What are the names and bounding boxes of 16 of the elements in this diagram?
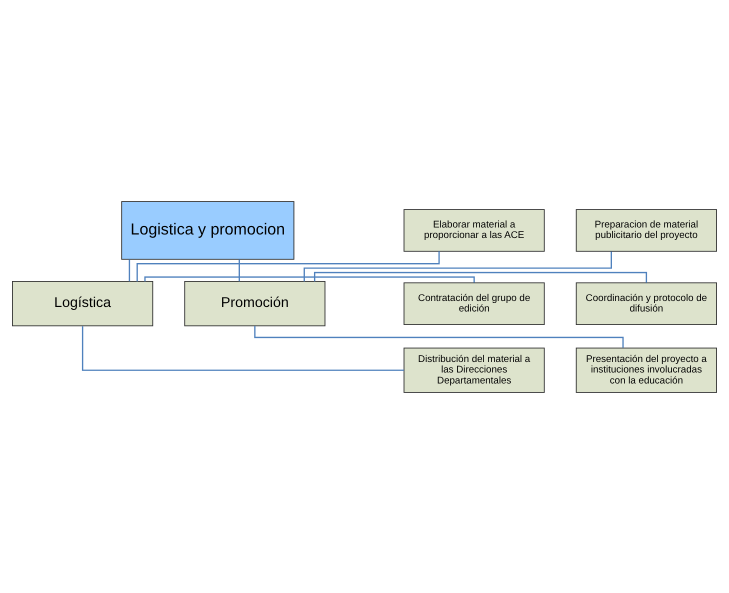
connector <box>144 276 475 282</box>
connector <box>136 250 440 281</box>
connector <box>82 326 404 370</box>
connector <box>238 258 240 281</box>
connector <box>304 250 612 281</box>
connector <box>314 271 648 282</box>
node-box: Elaborar material a proporcionar a las ACE <box>404 208 545 252</box>
node-box: Logistica y promocion <box>121 200 294 260</box>
node-box: Logística <box>12 280 154 326</box>
node-box: Distribución del material a las Direcciones Departamentales <box>404 347 545 392</box>
node-box: Preparacion de material publicitario del proyecto <box>576 208 717 252</box>
node-box: Promoción <box>184 280 326 326</box>
node-box: Presentación del proyecto a instituciones involucradas con la educación <box>576 347 717 392</box>
node-box: Coordinación y protocolo de difusión <box>576 282 717 324</box>
connector <box>128 258 130 281</box>
node-box: Contratación del grupo de edición <box>404 282 545 324</box>
